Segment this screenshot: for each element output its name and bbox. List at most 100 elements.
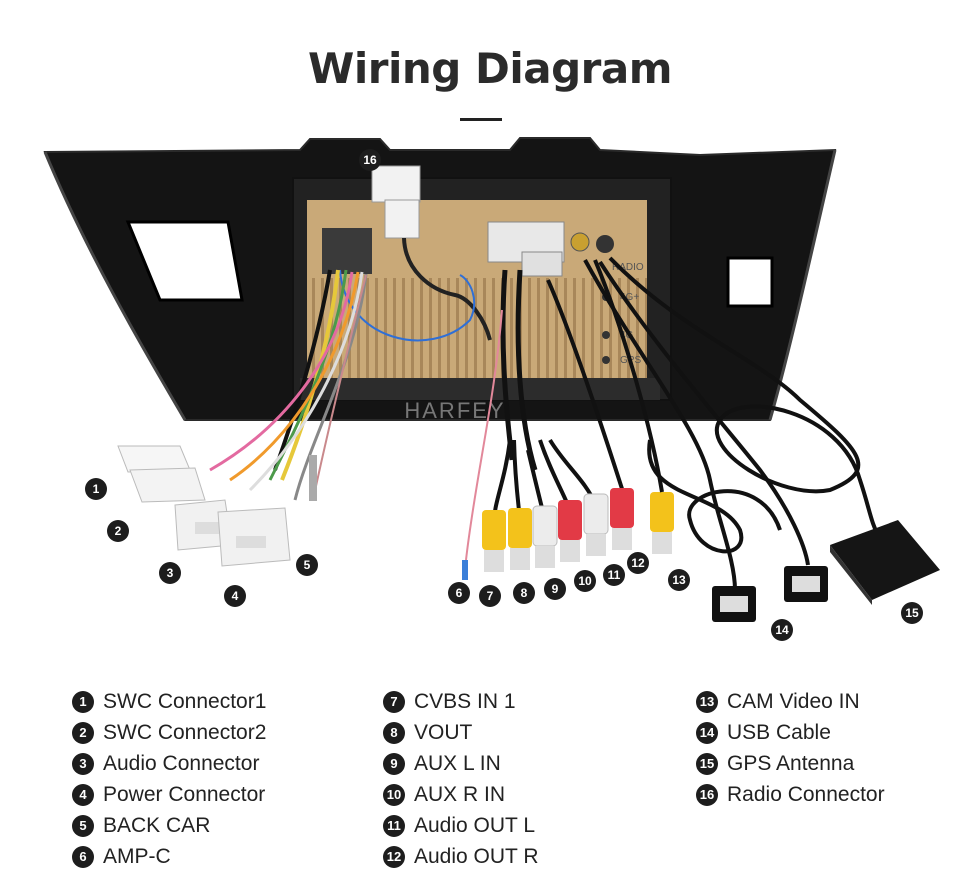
svg-text:10: 10 xyxy=(578,574,592,588)
legend-label: Audio OUT L xyxy=(414,813,536,837)
page-title: Wiring Diagram xyxy=(308,44,672,93)
svg-text:11: 11 xyxy=(608,568,621,582)
svg-text:5: 5 xyxy=(304,558,311,572)
rca-cable-f xyxy=(546,279,626,496)
legend-number: 12 xyxy=(383,845,405,868)
svg-text:1: 1 xyxy=(93,482,100,496)
legend-item: 2 SWC Connector2 xyxy=(72,717,266,748)
rca-bundle xyxy=(500,269,515,461)
wiring-diagram: HARFEY RADIO 4G+ 4G GPS xyxy=(43,137,940,641)
cam-cable xyxy=(593,259,664,493)
svg-text:16: 16 xyxy=(363,153,377,167)
svg-text:9: 9 xyxy=(552,582,559,596)
power-connector xyxy=(217,507,291,567)
svg-text:8: 8 xyxy=(521,586,528,600)
wire-pink xyxy=(209,271,354,472)
frame-cutout-left xyxy=(125,220,244,302)
legend-item: 10 AUX R IN xyxy=(383,779,539,810)
marker-1: 1 xyxy=(85,478,107,500)
port-hole xyxy=(602,331,610,339)
port-hole xyxy=(602,356,610,364)
svg-text:15: 15 xyxy=(905,606,919,620)
port-label-4g: 4G xyxy=(620,330,634,341)
gps-socket xyxy=(596,235,614,253)
legend-number: 1 xyxy=(72,690,94,713)
legend-label: SWC Connector2 xyxy=(103,720,267,744)
wire-orange xyxy=(229,271,360,482)
marker-10: 10 xyxy=(574,570,596,592)
svg-text:13: 13 xyxy=(672,573,686,587)
legend-item: 5 BACK CAR xyxy=(72,810,266,841)
frame-cutout-right xyxy=(726,256,774,308)
usb-cable-coil xyxy=(647,439,782,554)
legend-number: 5 xyxy=(72,814,94,837)
port-label-radio: RADIO xyxy=(612,262,644,273)
marker-8: 8 xyxy=(513,582,535,604)
legend-label: GPS Antenna xyxy=(727,751,855,775)
svg-text:6: 6 xyxy=(456,586,463,600)
legend-number: 11 xyxy=(383,814,405,837)
legend-item: 9 AUX L IN xyxy=(383,748,539,779)
legend-label: AMP-C xyxy=(103,844,171,868)
gps-antenna xyxy=(830,520,940,605)
rca-plug-audio-out-r xyxy=(610,488,634,550)
main-harness-socket xyxy=(322,228,372,274)
legend-label: AUX R IN xyxy=(414,782,506,806)
marker-6: 6 xyxy=(448,582,470,604)
legend-number: 16 xyxy=(696,783,718,806)
legend-label: Audio OUT R xyxy=(414,844,539,868)
rca-plug-vout xyxy=(508,508,532,570)
legend-number: 7 xyxy=(383,690,405,713)
legend-label: Audio Connector xyxy=(103,751,260,775)
legend-number: 4 xyxy=(72,783,94,806)
rca-plug-aux-l xyxy=(532,505,558,568)
amp-wire xyxy=(465,309,503,561)
port-label-4g-plus: 4G+ xyxy=(620,292,639,303)
frame-edge-right xyxy=(768,149,837,421)
amp-wire-tip xyxy=(462,560,468,580)
legend-number: 2 xyxy=(72,721,94,744)
gps-cable-coil xyxy=(608,256,882,541)
unit-base-strip xyxy=(300,378,660,400)
marker-16: 16 xyxy=(359,149,381,171)
marker-3: 3 xyxy=(159,562,181,584)
svg-text:2: 2 xyxy=(115,524,122,538)
radio-connector-plug xyxy=(371,165,421,203)
legend-number: 9 xyxy=(383,752,405,775)
wire-back-car xyxy=(312,274,367,501)
svg-text:3: 3 xyxy=(167,566,174,580)
multi-pin-socket-2 xyxy=(521,251,563,277)
rca-plug-audio-out-l xyxy=(583,493,609,556)
swc-connector-2 xyxy=(129,467,206,503)
rca-plug-aux-r xyxy=(558,500,582,562)
legend-label: BACK CAR xyxy=(103,813,211,837)
legend-label: SWC Connector1 xyxy=(103,689,267,713)
legend-number: 13 xyxy=(696,690,718,713)
marker-4: 4 xyxy=(224,585,246,607)
marker-5: 5 xyxy=(296,554,318,576)
radio-cable xyxy=(402,237,492,341)
legend-item: 1 SWC Connector1 xyxy=(72,686,266,717)
rca-plug-cam-video-in xyxy=(650,492,674,554)
wire-green xyxy=(268,269,348,481)
svg-text:7: 7 xyxy=(487,589,494,603)
marker-9: 9 xyxy=(544,578,566,600)
legend-number: 10 xyxy=(383,783,405,806)
usb-cable-2 xyxy=(598,260,810,566)
legend-label: AUX L IN xyxy=(414,751,501,775)
usb-plug-2 xyxy=(784,566,828,602)
rca-plug-cvbs-in1 xyxy=(482,510,506,572)
marker-13: 13 xyxy=(668,569,690,591)
marker-11: 11 xyxy=(603,564,625,586)
legend-label: USB Cable xyxy=(727,720,831,744)
frame-edge-left xyxy=(43,151,187,421)
svg-text:4: 4 xyxy=(232,589,239,603)
title-underline xyxy=(460,118,502,121)
